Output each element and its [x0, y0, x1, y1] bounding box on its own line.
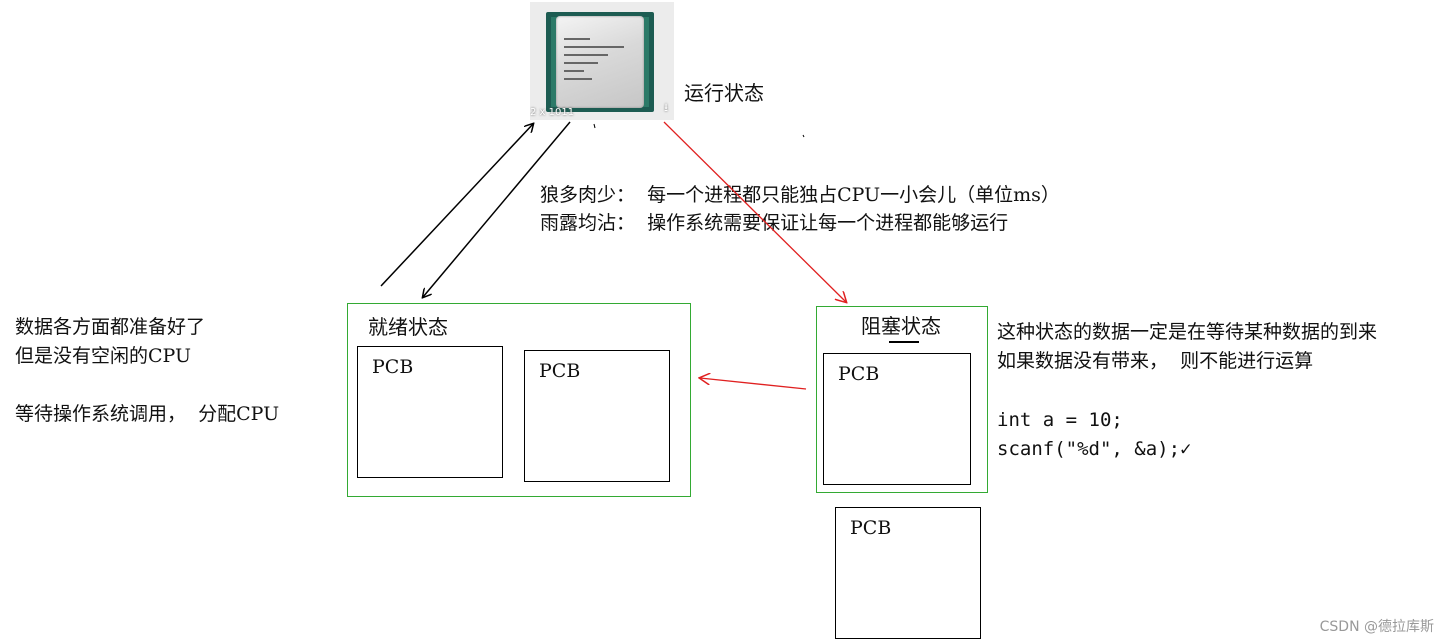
pcb-label: PCB	[850, 517, 892, 539]
cpu-heatspreader	[556, 16, 644, 108]
ready-state-title: 就绪状态	[368, 315, 448, 339]
blocked-to-ready-arrow	[700, 378, 807, 390]
watermark: CSDN @德拉库斯	[1319, 619, 1434, 635]
ready-state-box: 就绪状态 PCB PCB	[347, 303, 691, 497]
ready-desc-line-1: 数据各方面都准备好了	[15, 316, 206, 338]
running-to-blocked-arrow	[663, 121, 846, 302]
blocked-desc-line-1: 这种状态的数据一定是在等待某种数据的到来	[997, 321, 1378, 343]
pcb-label: PCB	[372, 356, 414, 378]
cpu-image: 2 x 1011 ⭳	[530, 2, 674, 120]
title-underline	[889, 341, 919, 343]
note-line-1: 狼多肉少： 每一个进程都只能独占CPU一小会儿（单位ms）	[540, 184, 1060, 206]
ready-to-running-arrow	[380, 124, 533, 287]
note-line-2: 雨露均沾： 操作系统需要保证让每一个进程都能够运行	[540, 212, 1009, 234]
running-to-ready-arrow	[423, 121, 571, 297]
blocked-state-box: 阻塞状态 PCB	[816, 306, 988, 493]
image-size-caption: 2 x 1011	[530, 107, 575, 118]
ready-pcb-1: PCB	[357, 346, 503, 478]
blocked-desc-line-2: 如果数据没有带来， 则不能进行运算	[997, 350, 1314, 372]
code-line-1: int a = 10;	[997, 409, 1123, 431]
code-line-2: scanf("%d", &a);✓	[997, 438, 1192, 460]
blocked-state-title: 阻塞状态	[861, 314, 941, 338]
pcb-label: PCB	[539, 360, 581, 382]
ready-desc-line-2: 但是没有空闲的CPU	[15, 345, 192, 367]
ready-pcb-2: PCB	[524, 350, 670, 482]
waiting-pcb: PCB	[835, 507, 981, 639]
download-icon[interactable]: ⭳	[664, 101, 668, 114]
running-state-label: 运行状态	[684, 81, 764, 105]
blocked-pcb-1: PCB	[823, 353, 971, 485]
pcb-label: PCB	[838, 363, 880, 385]
ready-desc-line-3: 等待操作系统调用， 分配CPU	[15, 403, 280, 425]
